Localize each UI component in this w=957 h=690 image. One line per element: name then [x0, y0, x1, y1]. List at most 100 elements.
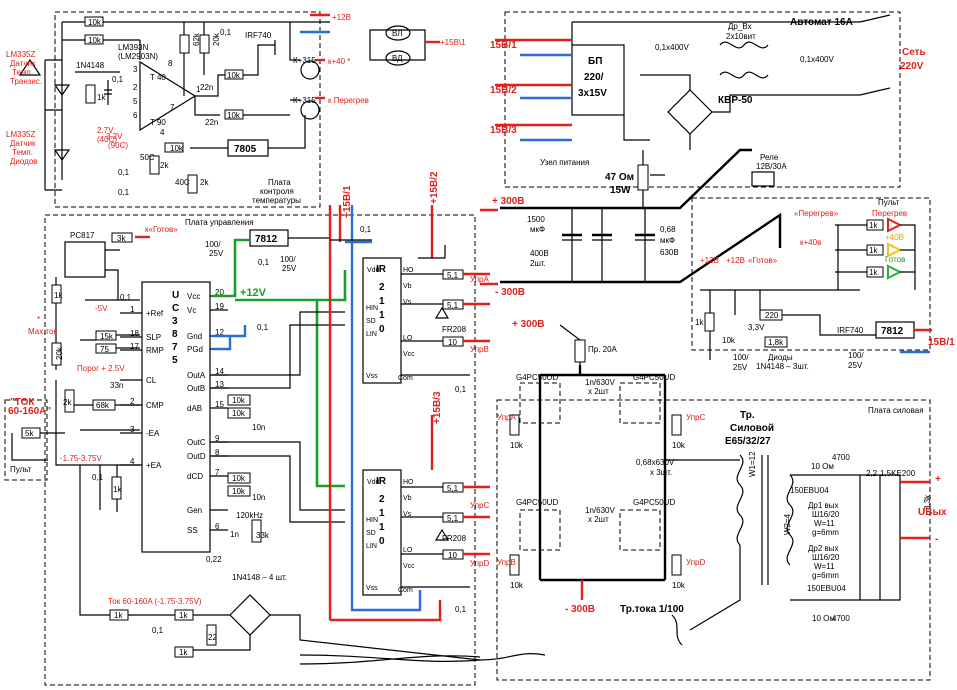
c-100-panel-c: 100/ [848, 351, 864, 360]
uc-pin-ea: -EA [146, 429, 160, 438]
uc-pin-num: 4 [130, 457, 135, 466]
plus40-led-icon [887, 242, 903, 258]
r-10ohm-1: 10 Ом [811, 462, 834, 471]
temp-board-title: Плата [268, 178, 291, 187]
plus40-label: к+40 * [328, 57, 350, 66]
diodes-label: 1N4148 – 4 шт. [232, 573, 287, 582]
cap-1500-b: мкФ [530, 225, 545, 234]
pin8: 8 [168, 59, 173, 68]
tok-range-label: Ток 60-160A (-1.75-3.75V) [108, 597, 202, 606]
uc-pin-cl: CL [146, 376, 157, 385]
t90: T 90 [150, 118, 166, 127]
r-18k: 1,8k [768, 338, 784, 347]
uc-pin-gnd: Gnd [187, 332, 202, 341]
p15v3-label: +15В/3 [432, 391, 443, 424]
upr-d-label: УпрD [470, 559, 490, 568]
ho-top: HO [403, 267, 414, 274]
pin1: 1 [196, 85, 201, 94]
uc-pin-num: 3 [130, 425, 135, 434]
relay-label: Реле [760, 153, 779, 162]
sensor1-label: LM335Z [6, 50, 35, 59]
panel-out-label: 15В/1 [928, 337, 955, 348]
pin5: 5 [133, 97, 138, 106]
vcc-bot: Vcc [403, 563, 415, 570]
c-4700-1: 4700 [832, 453, 850, 462]
cap-068-c: 630В [660, 248, 679, 257]
r-10k-p1: 10k [510, 441, 524, 450]
lin-bot: LIN [366, 543, 377, 550]
power-board-title: Плата силовая [868, 406, 924, 415]
ir2110-bot-1: 1 [379, 508, 385, 519]
c-10n-2: 10n [252, 493, 265, 502]
uc-pin-num: 2 [130, 397, 135, 406]
r-1k-4: 1k [179, 611, 188, 620]
r-1k-led2: 1k [869, 246, 878, 255]
v32: 3.2V [106, 132, 123, 141]
ir2110-bot-1b: 1 [379, 522, 385, 533]
tok-label2: 60-160A" [8, 406, 51, 417]
r-51-1: 5,1 [447, 271, 459, 280]
control-board-outline [44, 214, 476, 686]
panel-p12-1: +12В [700, 256, 719, 265]
cap-1500: 1500 [527, 215, 545, 224]
r-1k-3: 1k [114, 611, 123, 620]
ir2110-top-1: 1 [379, 296, 385, 307]
r-1k-opto: 1k [54, 291, 63, 300]
lo-bot: LO [403, 547, 413, 554]
ir2110-top-1b: 1 [379, 310, 385, 321]
dr2-label-c: W=11 [814, 562, 835, 571]
temp-board: 10k 10k LM335Z Датчик Темп. Транзис. LM3… [6, 13, 466, 205]
r-10k-p3: 10k [510, 581, 524, 590]
fan1-icon: ВЛ [392, 29, 403, 38]
bridge-label: КВР-50 [718, 95, 753, 106]
uc3875-8: 8 [172, 329, 178, 340]
uc-pin-num: 19 [215, 302, 224, 311]
fr208-1: FR208 [442, 325, 467, 334]
r-2k-ctrl: 2k [63, 398, 72, 407]
plus12-green: +12V [240, 287, 267, 299]
cap1-power: 1n/630V [585, 378, 615, 387]
vss-bot: Vss [366, 585, 378, 592]
minus-range-label: -1.75-3.75V [60, 454, 102, 463]
supply: Узел питания БП 220/ 3x15V 15В/1 15В/2 1… [480, 14, 926, 298]
uc-pin-num: 14 [215, 367, 224, 376]
r-62k: 62k [192, 32, 201, 46]
hin-bot: HIN [366, 517, 378, 524]
cap1-label: 0,1x400V [655, 43, 689, 52]
lin-top: LIN [366, 331, 377, 338]
c-100-panel-b: 25V [733, 363, 748, 372]
r-10k-4: 10k [227, 111, 241, 120]
pult-label: Пульт [10, 465, 32, 474]
bp-line3: 3x15V [578, 88, 607, 99]
r-10k-p4: 10k [672, 581, 686, 590]
sensor2-b: Датчик [10, 139, 36, 148]
sensor1-c: Темп. [12, 68, 33, 77]
uc-pin-outd: OutD [187, 452, 206, 461]
out2-label: 15В/2 [490, 85, 517, 96]
p15v2-label: +15В/2 [429, 171, 440, 204]
mains-label: Сеть [902, 47, 926, 58]
r-20k: 20k [212, 32, 221, 46]
v27: 2.7V [97, 126, 114, 135]
c-22n-2: 22n [205, 118, 218, 127]
c-100-1: 100/ [205, 240, 221, 249]
lo-top: LO [403, 335, 413, 342]
overheat-led-label: Перегрев [872, 209, 907, 218]
t40c: 40C [175, 178, 190, 187]
c-100-2: 100/ [280, 255, 296, 264]
fuse-label: Пр. 20А [588, 345, 618, 354]
supply-outline [504, 11, 901, 188]
uc-pin-num: 18 [130, 329, 139, 338]
dr1-label-c: W=11 [814, 519, 835, 528]
choke-label: Др_Вх [728, 22, 752, 31]
r-220: 220 [765, 311, 779, 320]
diode-1n4148: 1N4148 [76, 61, 105, 70]
dr2-label-d: g=6mm [812, 571, 839, 580]
uc-pin-slp: SLP [146, 333, 161, 342]
r-1k: 1k [97, 93, 106, 102]
out1-label: 15В/1 [490, 40, 517, 51]
sensor1-d: Транзис. [10, 77, 42, 86]
r-10k-p2: 10k [672, 441, 686, 450]
dr2-label-b: Ш16/20 [812, 553, 840, 562]
